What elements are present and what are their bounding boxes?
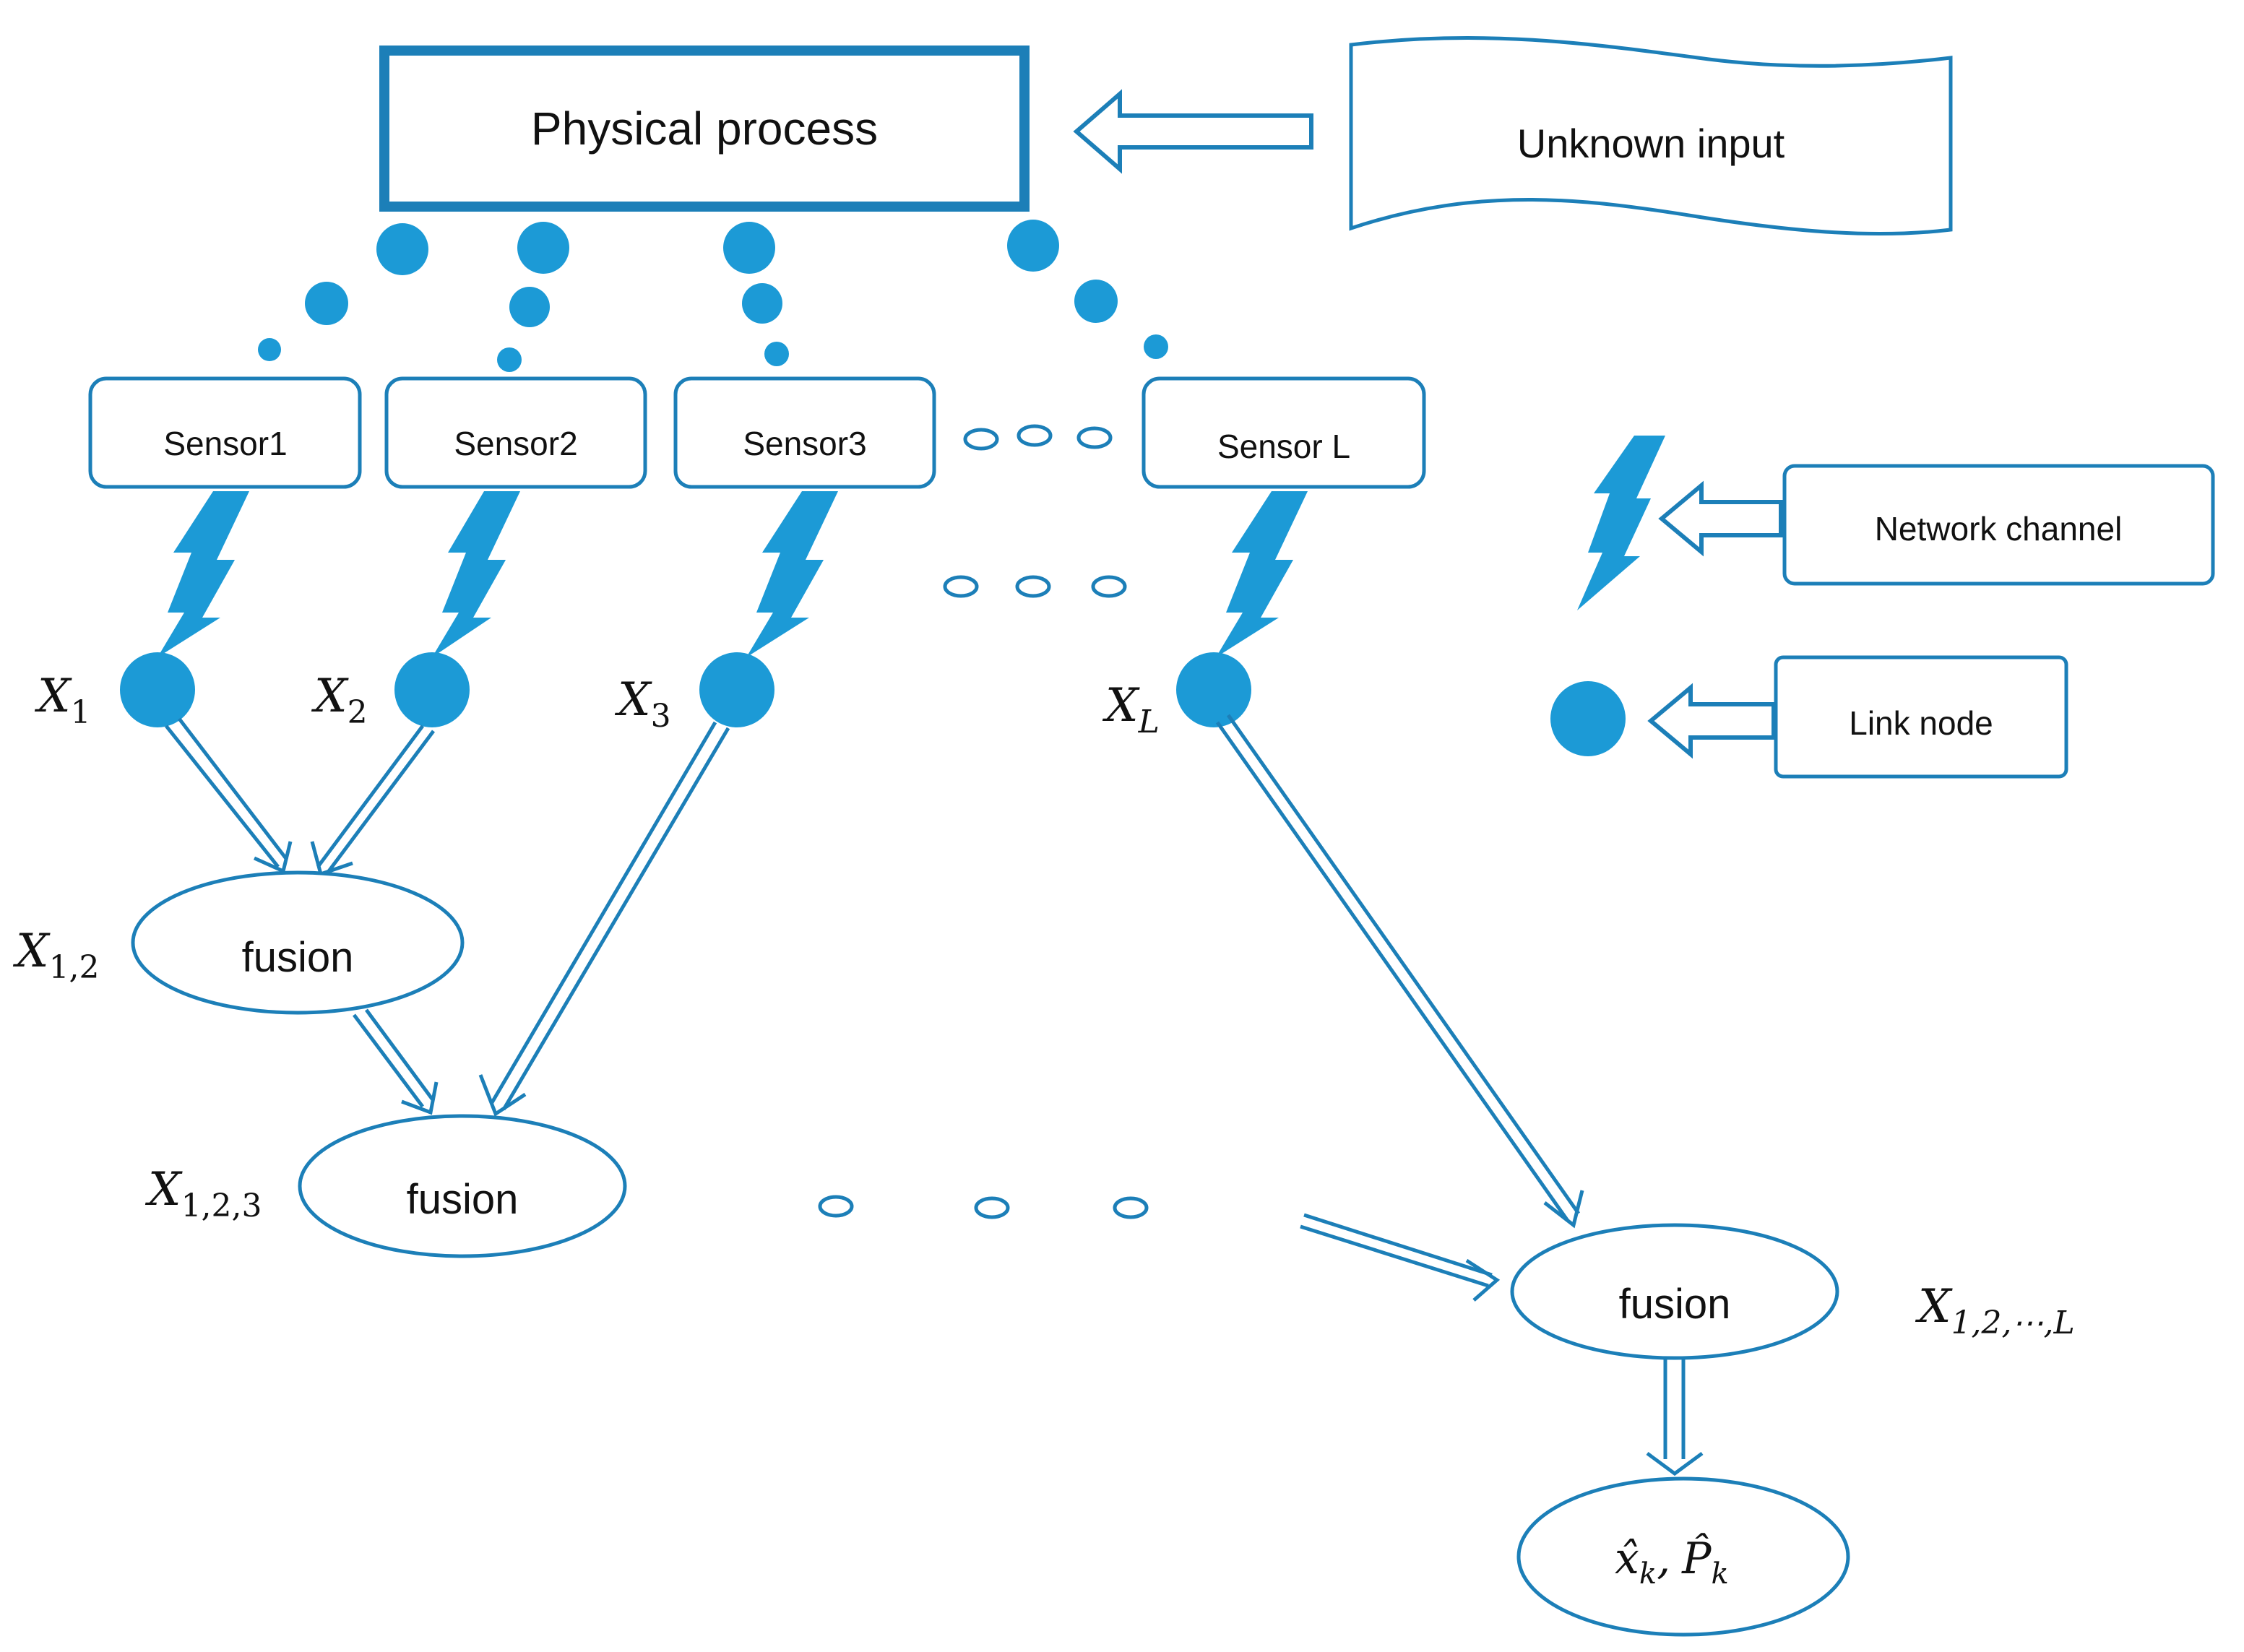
- lightning-icon: [157, 491, 249, 657]
- fusion-node-1-2: fusion: [131, 870, 465, 1015]
- physical-process-box: Physical process: [379, 46, 1030, 212]
- label-x12L: X1,2,⋯,L: [1915, 1280, 2075, 1341]
- sensor-l-label: Sensor L: [1217, 428, 1350, 465]
- link-nodes: [120, 652, 1251, 727]
- label-x2: X2: [311, 670, 368, 731]
- lightning-icon: [1577, 436, 1665, 610]
- link-node-x3: [699, 652, 774, 727]
- fusion-label: fusion: [1619, 1281, 1731, 1328]
- label-xl: XL: [1102, 679, 1160, 740]
- lightning-icon: [432, 491, 520, 657]
- label-x123: X1,2,3: [144, 1163, 262, 1224]
- output-node: x̂k,P̂k: [1516, 1476, 1850, 1637]
- signal-dots: [258, 220, 1168, 372]
- fusion-node-1-2-3: fusion: [298, 1114, 627, 1258]
- link-node-x2: [394, 652, 470, 727]
- sensor-ellipsis: [963, 424, 1113, 451]
- fusion-label: fusion: [407, 1176, 519, 1223]
- legend-link-node: Link node: [1550, 655, 2068, 779]
- lightning-icon: [1216, 491, 1308, 657]
- fusion-label: fusion: [242, 934, 354, 981]
- sensor-1-label: Sensor1: [163, 425, 287, 462]
- label-x12: X1,2: [12, 925, 100, 986]
- channel-ellipsis: [943, 575, 1127, 598]
- label-x3: X3: [614, 673, 671, 735]
- sensor-box-1: Sensor1: [88, 376, 362, 489]
- output-estimate-label: x̂k,P̂k: [1615, 1533, 1729, 1591]
- sensor-box-l: Sensor L: [1142, 376, 1426, 489]
- lightning-icon: [746, 491, 838, 657]
- arrow-heads: [253, 841, 1704, 1476]
- fusion-node-1-to-l: fusion: [1510, 1223, 1839, 1360]
- fusion-arrows: [165, 714, 1686, 1459]
- sensor-2-label: Sensor2: [454, 425, 577, 462]
- physical-process-label: Physical process: [531, 103, 878, 155]
- label-x1: X1: [34, 670, 91, 731]
- link-node-icon: [1550, 681, 1626, 756]
- legend-link-node-label: Link node: [1849, 704, 1993, 742]
- link-node-xl: [1176, 652, 1251, 727]
- sensor-box-2: Sensor2: [384, 376, 647, 489]
- legend-network-channel-label: Network channel: [1875, 510, 2123, 548]
- network-channel-bolts: [157, 491, 1308, 657]
- legend-network-channel: Network channel: [1577, 436, 2215, 610]
- unknown-input-shape: Unknown input: [1349, 35, 1953, 236]
- link-node-x1: [120, 652, 195, 727]
- sensor-3-label: Sensor3: [743, 425, 866, 462]
- sensor-box-3: Sensor3: [673, 376, 936, 489]
- unknown-input-arrow: [1073, 89, 1313, 174]
- fusion-ellipsis: [818, 1195, 1149, 1219]
- unknown-input-label: Unknown input: [1517, 121, 1785, 166]
